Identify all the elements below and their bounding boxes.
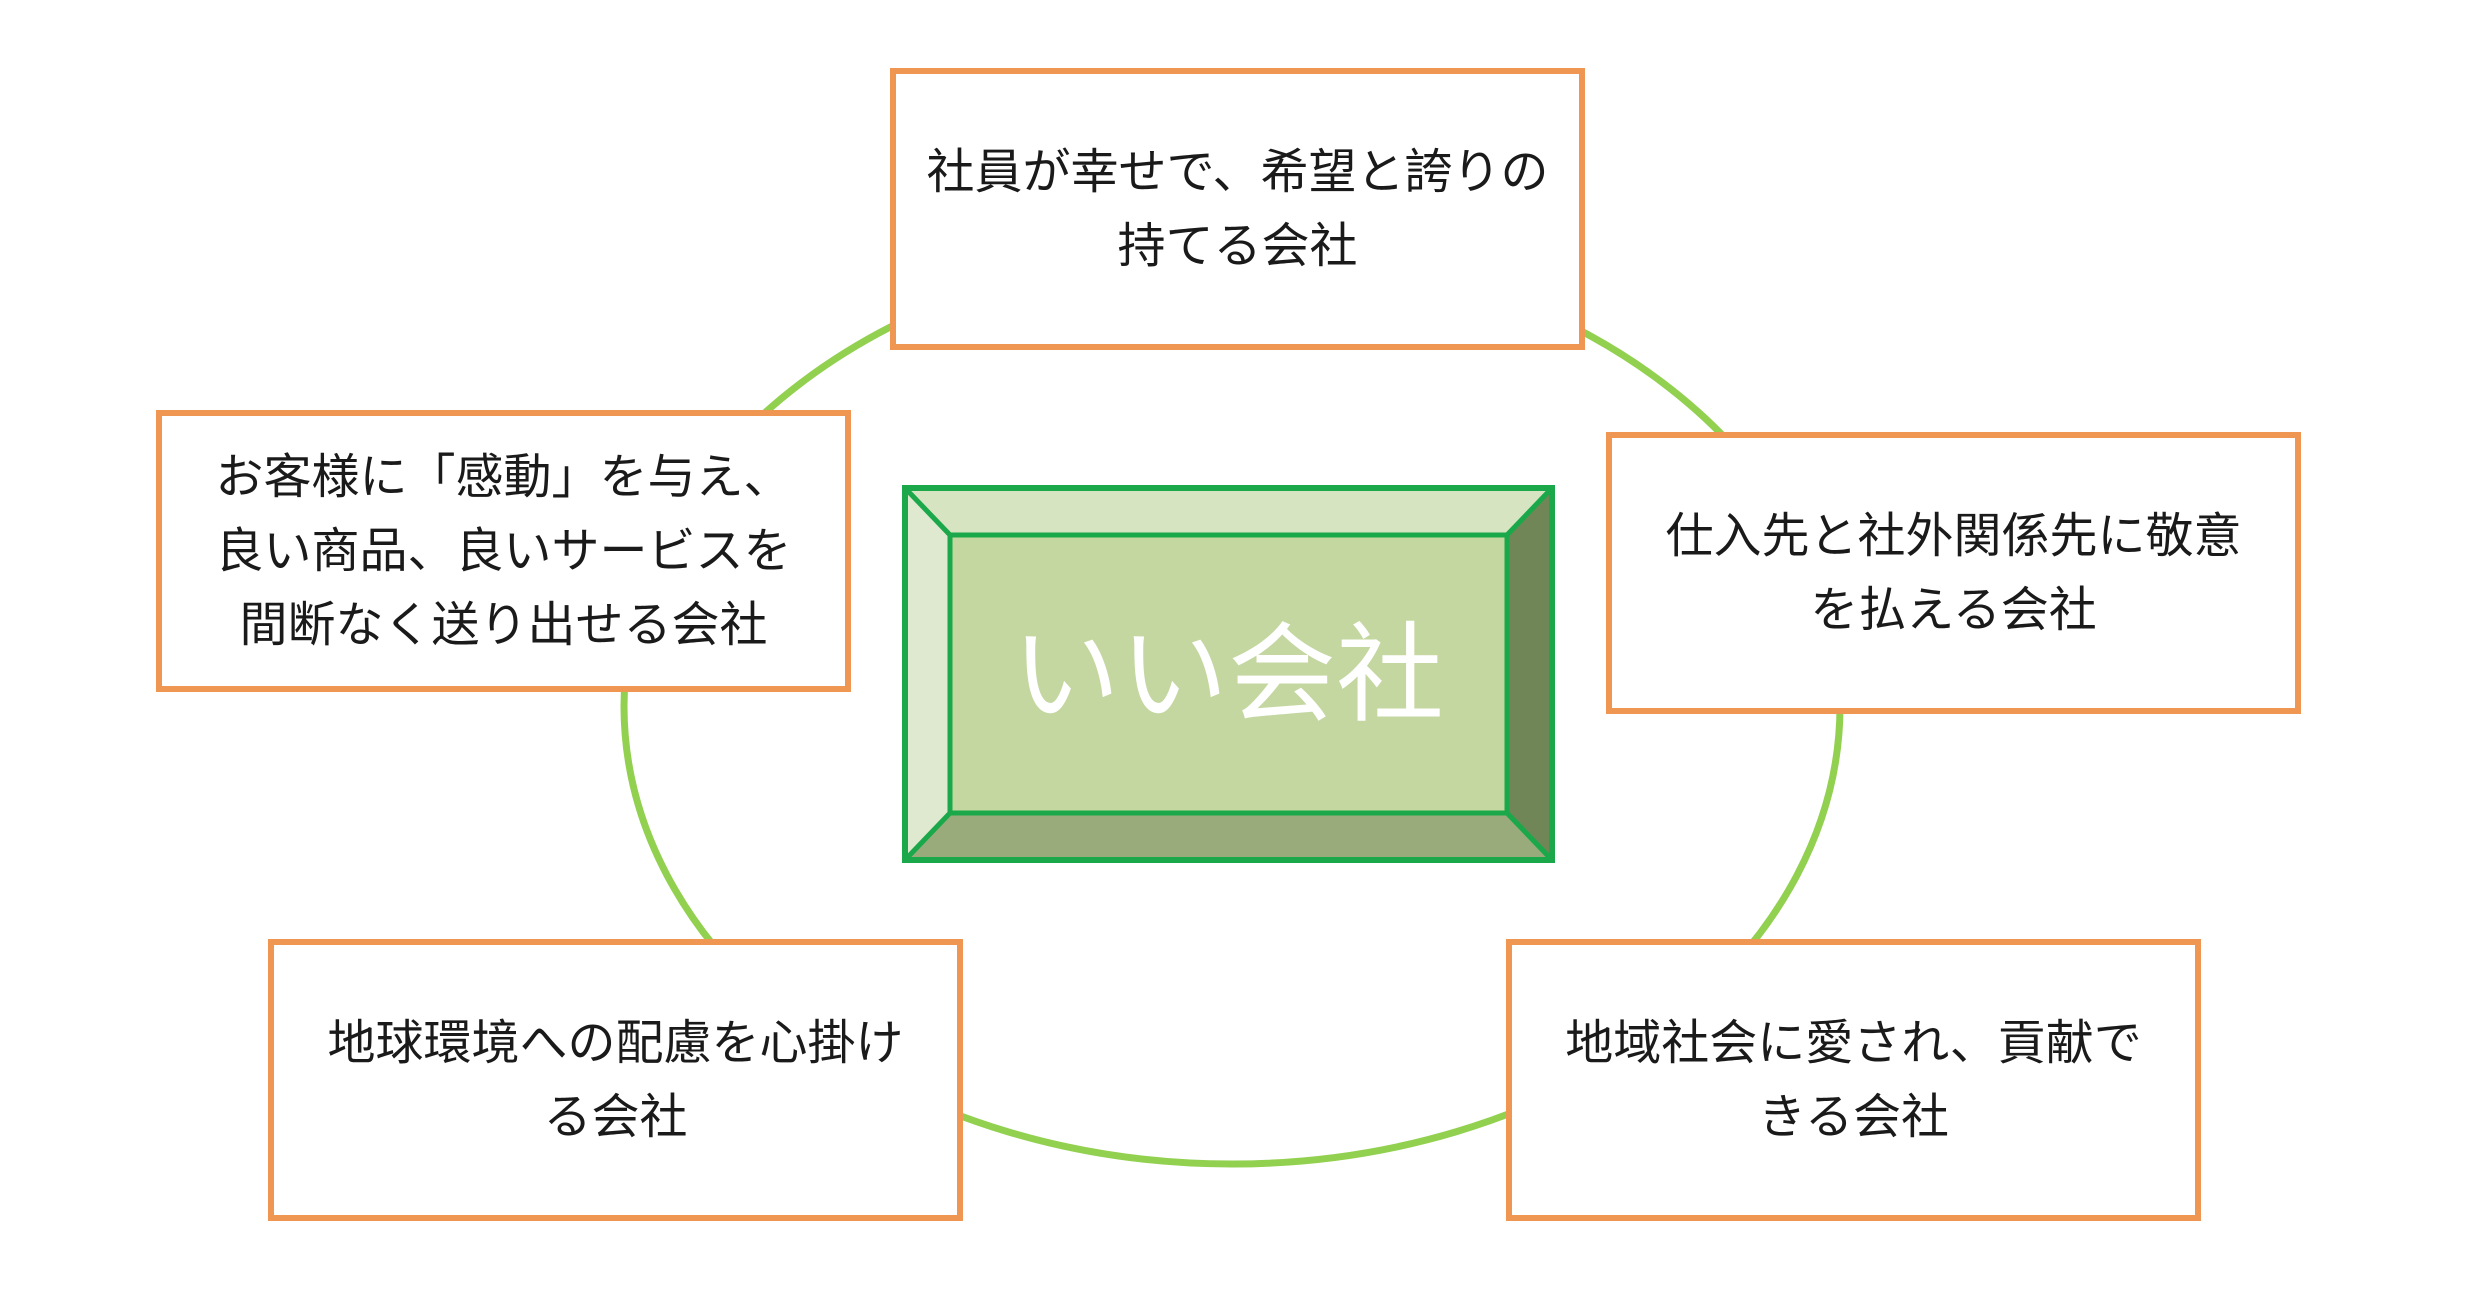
bevel-bottom: [905, 813, 1552, 860]
value-label-right: 仕入先と社外関係先に敬意を払える会社: [1665, 508, 2242, 638]
bevel-top: [905, 488, 1552, 535]
value-label-bottom-right: 地域社会に愛され、貢献できる会社: [1565, 1015, 2142, 1145]
center-block: いい会社: [902, 485, 1555, 863]
center-outline: [902, 485, 1555, 863]
value-box-bottom-right: 地域社会に愛され、貢献できる会社: [1506, 939, 2201, 1221]
value-box-right: 仕入先と社外関係先に敬意を払える会社: [1606, 432, 2301, 714]
value-label-left: お客様に「感動」を与え、良い商品、良いサービスを間断なく送り出せる会社: [215, 449, 792, 653]
value-box-bottom-left: 地球環境への配慮を心掛ける会社: [268, 939, 963, 1221]
value-box-top: 社員が幸せで、希望と誇りの持てる会社: [890, 68, 1585, 350]
bevel-right: [1507, 488, 1552, 860]
center-face: [947, 532, 1510, 816]
value-label-top: 社員が幸せで、希望と誇りの持てる会社: [926, 144, 1549, 274]
bevel-left: [905, 488, 950, 860]
value-box-left: お客様に「感動」を与え、良い商品、良いサービスを間断なく送り出せる会社: [156, 410, 851, 692]
value-label-bottom-left: 地球環境への配慮を心掛ける会社: [327, 1015, 904, 1145]
center-label: いい会社: [1012, 613, 1444, 738]
